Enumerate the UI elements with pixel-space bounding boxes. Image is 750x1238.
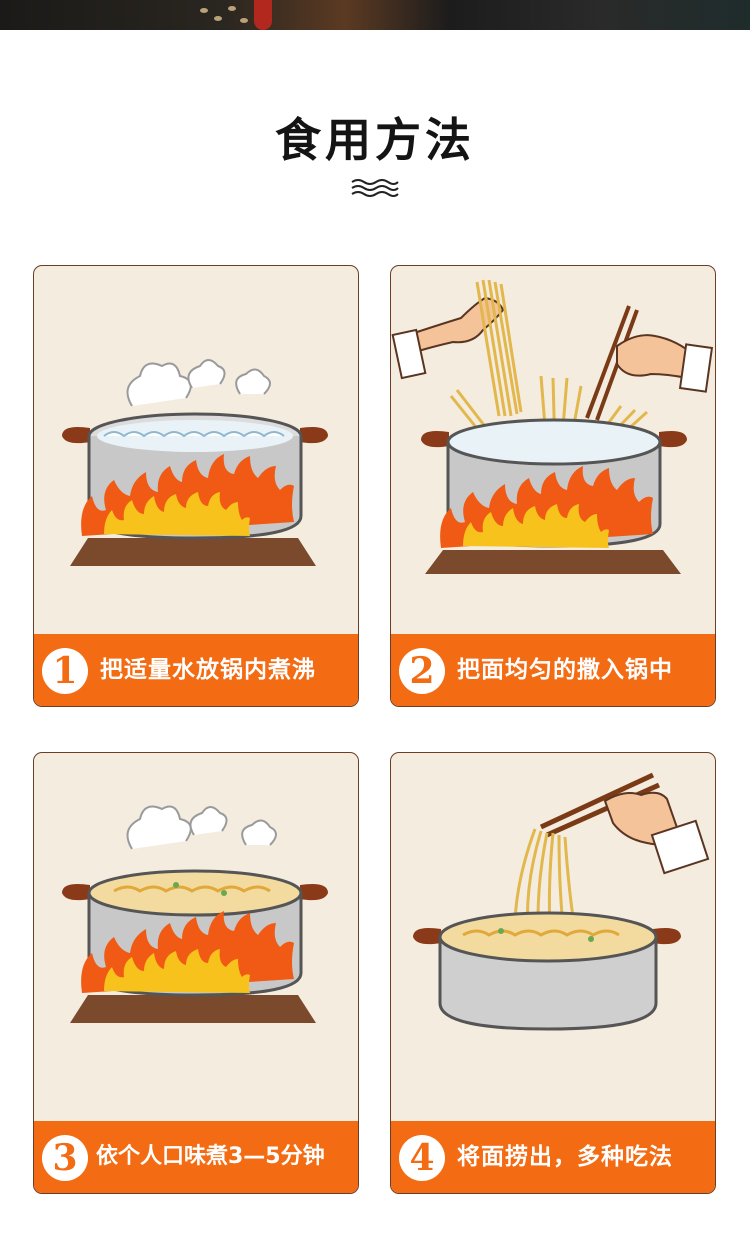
- lifting-noodles-icon: [413, 772, 710, 1031]
- boiling-water-pot-icon: [62, 359, 328, 566]
- page-title: 食用方法: [275, 113, 475, 167]
- step-number-badge: 1: [42, 648, 88, 694]
- step-label: 依个人口味煮3—5分钟: [96, 1144, 325, 1169]
- noodles-into-pot-icon: [391, 279, 714, 574]
- seed: [200, 8, 208, 13]
- step-card-2: 2 把面均匀的撒入锅中: [390, 265, 716, 707]
- step-card-4: 4 将面捞出，多种吃法: [390, 752, 716, 1194]
- step-label: 将面捞出，多种吃法: [457, 1144, 673, 1170]
- step-number-badge: 4: [399, 1135, 445, 1181]
- wave-divider-icon: [351, 179, 399, 197]
- top-banner-photo: [0, 0, 750, 30]
- step-label: 把面均匀的撒入锅中: [457, 657, 673, 683]
- step-bar: 2 把面均匀的撒入锅中: [391, 634, 715, 706]
- step-bar: 4 将面捞出，多种吃法: [391, 1121, 715, 1193]
- step-bar: 3 依个人口味煮3—5分钟: [34, 1121, 358, 1193]
- seed: [228, 6, 236, 11]
- noodles-boiling-pot-icon: [62, 805, 328, 1023]
- step-bar: 1 把适量水放锅内煮沸: [34, 634, 358, 706]
- seed: [214, 16, 222, 21]
- seed: [240, 18, 248, 23]
- chili-pepper: [254, 0, 272, 30]
- step-number-badge: 2: [399, 648, 445, 694]
- step-label: 把适量水放锅内煮沸: [100, 657, 316, 683]
- step-card-3: 3 依个人口味煮3—5分钟: [33, 752, 359, 1194]
- step-number-badge: 3: [42, 1135, 88, 1181]
- step-card-1: 1 把适量水放锅内煮沸: [33, 265, 359, 707]
